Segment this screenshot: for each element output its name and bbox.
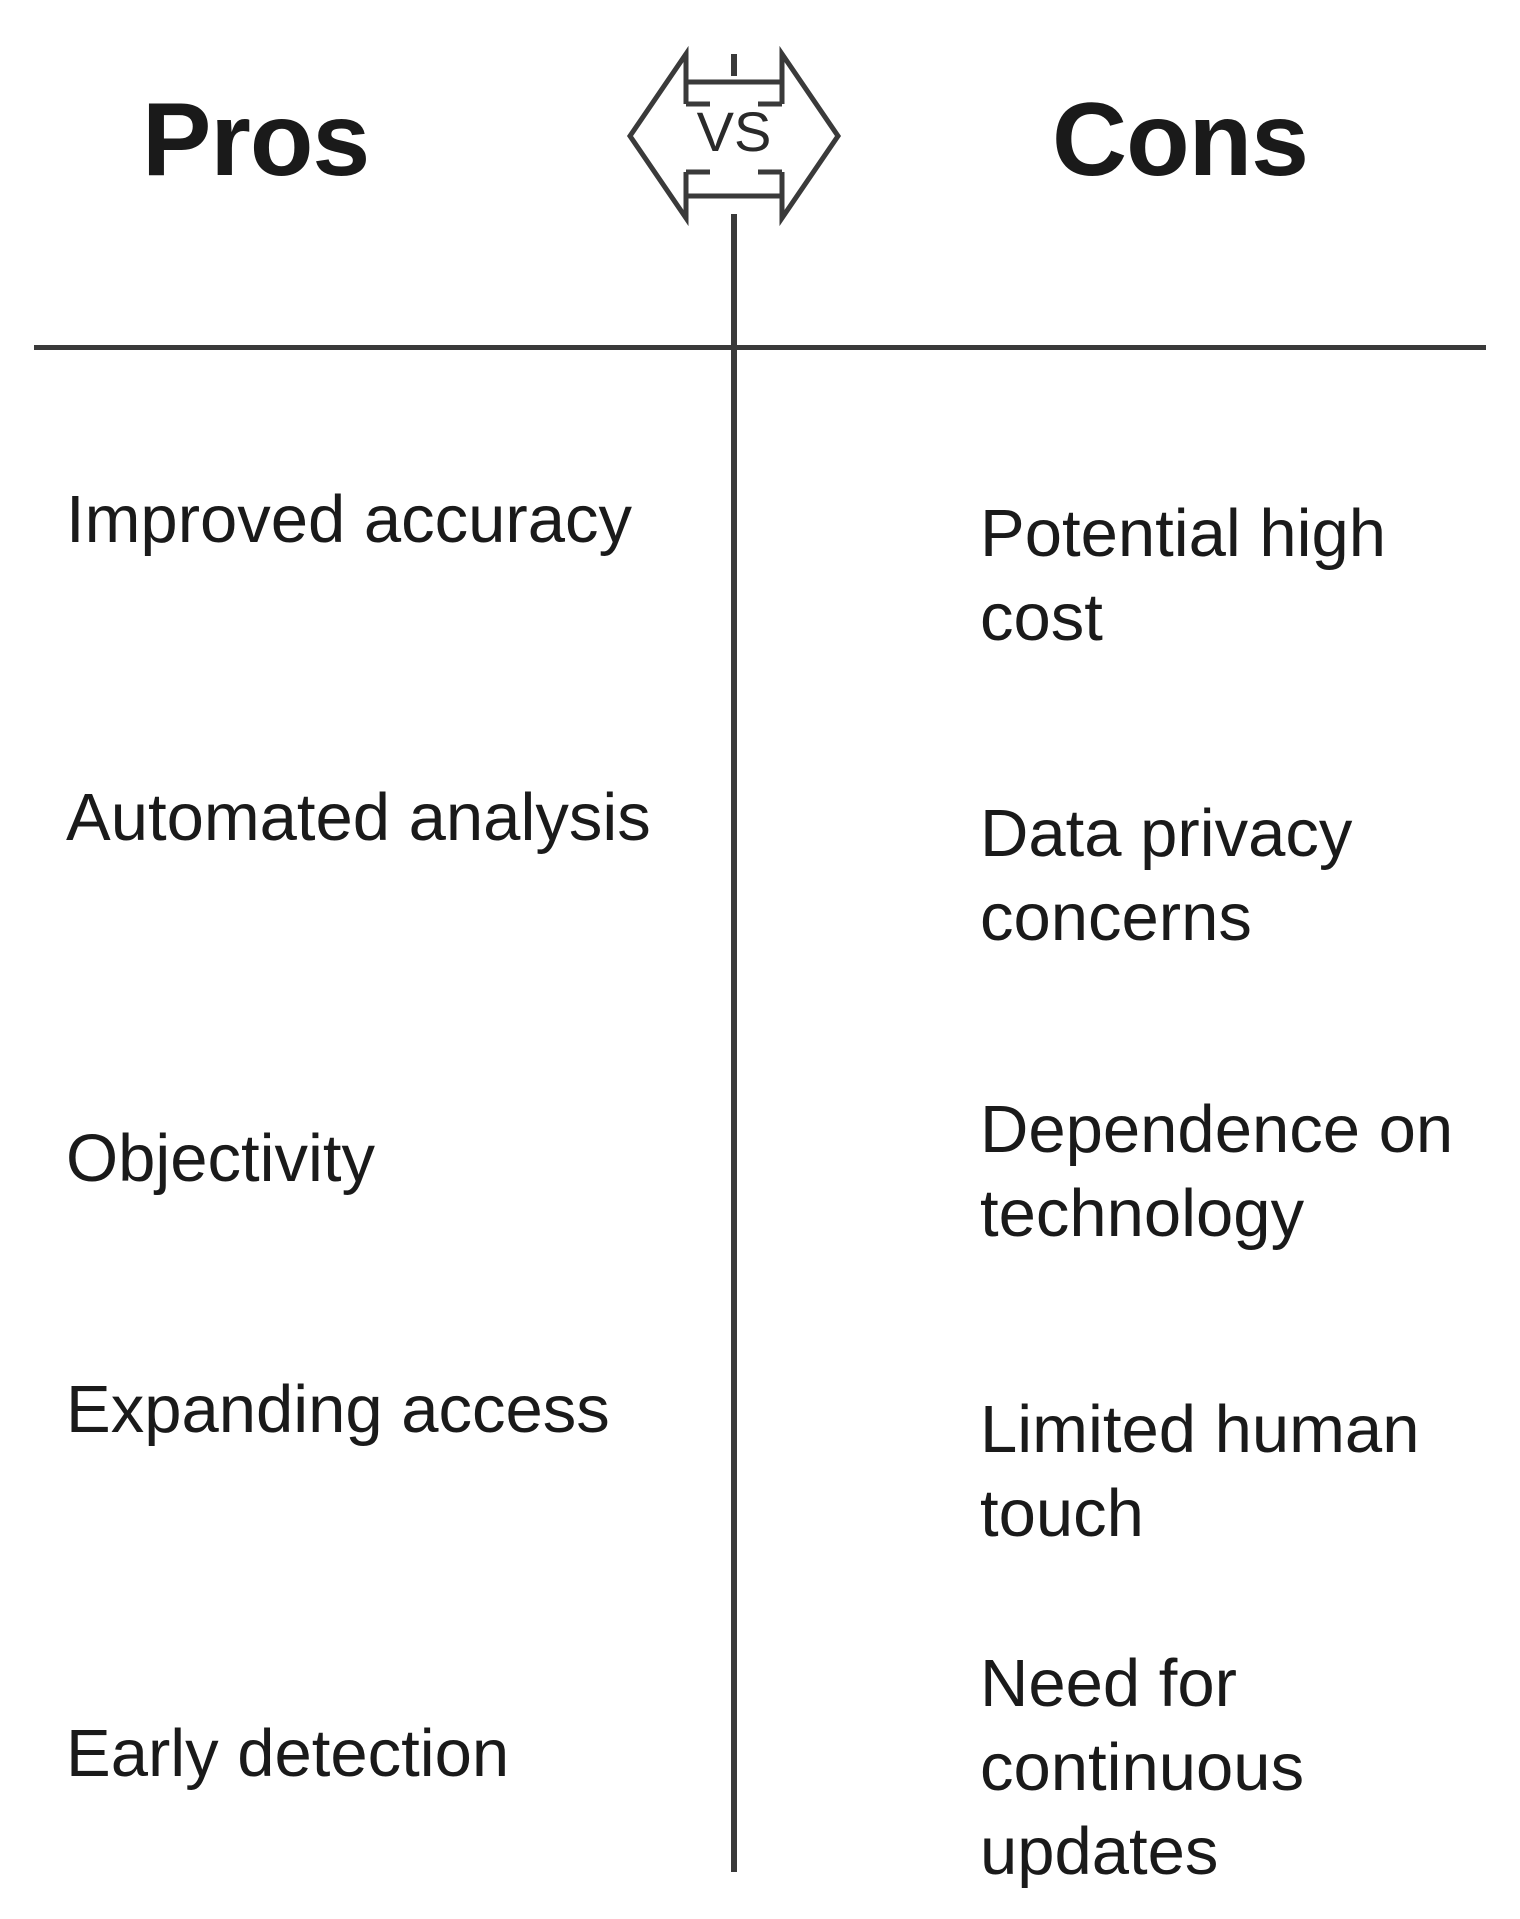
con-item-potential-high-cost: Potential high cost <box>980 496 1387 655</box>
vs-label: VS <box>696 100 772 163</box>
pro-item-automated-analysis: Automated analysis <box>66 780 651 855</box>
con-item-data-privacy-concerns: Data privacy concerns <box>980 796 1353 955</box>
pro-item-objectivity: Objectivity <box>66 1121 376 1196</box>
pro-item-improved-accuracy: Improved accuracy <box>66 482 632 557</box>
double-arrow-icon <box>626 45 842 227</box>
con-item-limited-human-touch: Limited human touch <box>980 1392 1420 1551</box>
vertical-divider <box>731 214 737 1872</box>
con-item-dependence-on-technology: Dependence on technology <box>980 1092 1454 1251</box>
pros-heading: Pros <box>142 82 370 198</box>
pro-item-early-detection: Early detection <box>66 1716 510 1791</box>
cons-heading: Cons <box>1052 82 1309 198</box>
con-item-need-for-continuous-updates: Need for continuous updates <box>980 1646 1305 1889</box>
pro-item-expanding-access: Expanding access <box>66 1372 610 1447</box>
horizontal-divider <box>34 345 1486 350</box>
